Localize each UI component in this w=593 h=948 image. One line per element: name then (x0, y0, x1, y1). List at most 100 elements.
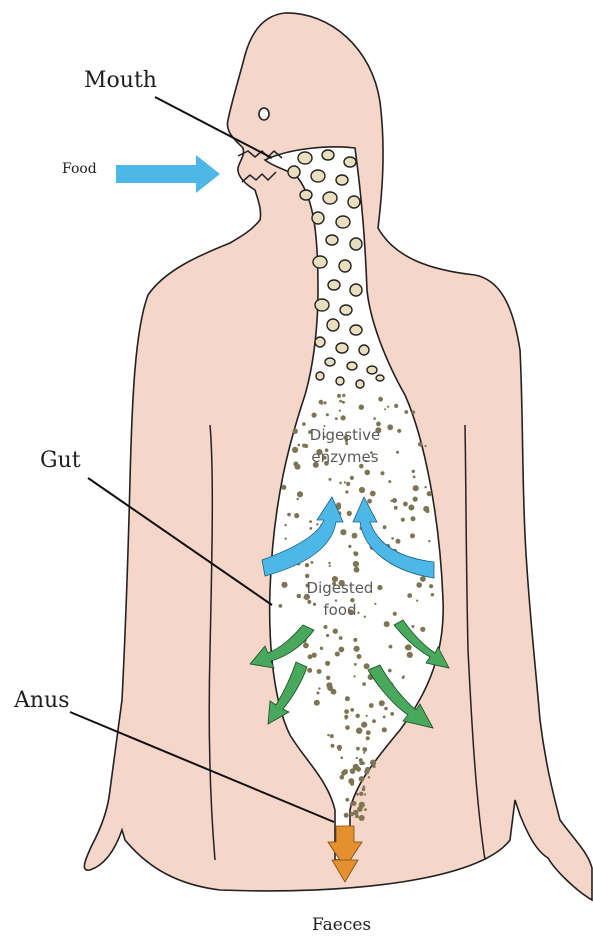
digested-speck (412, 470, 415, 473)
digested-speck (344, 709, 349, 714)
digested-speck (356, 728, 362, 734)
digested-speck (390, 712, 394, 716)
food-arrow (116, 155, 220, 193)
digested-speck (294, 513, 299, 518)
food-particle (325, 358, 335, 366)
digested-speck (326, 634, 329, 637)
digested-speck (359, 405, 364, 410)
digested-speck (328, 562, 330, 564)
digested-speck (401, 518, 405, 522)
digested-speck (347, 511, 352, 516)
digested-speck (345, 696, 350, 701)
digested-speck (355, 814, 359, 818)
label-gut: Gut (40, 448, 81, 473)
digested-speck (339, 636, 343, 640)
digested-speck (408, 505, 414, 511)
digested-speck (361, 722, 367, 728)
digested-speck (345, 725, 350, 730)
digested-speck (285, 538, 287, 540)
digested-speck (370, 491, 376, 497)
digested-speck (335, 652, 340, 657)
eye (259, 108, 269, 120)
digested-speck (365, 767, 370, 772)
digested-speck (325, 661, 330, 666)
digested-speck (337, 394, 341, 398)
digested-speck (410, 533, 415, 538)
digested-speck (361, 761, 365, 765)
label-digested: Digested (295, 578, 385, 598)
digested-speck (318, 687, 320, 689)
digested-speck (413, 485, 419, 491)
food-particle (323, 192, 337, 204)
digested-speck (348, 545, 351, 548)
food-particle (344, 157, 356, 167)
label-enzymes: enzymes (300, 447, 390, 467)
digested-speck (350, 768, 356, 774)
digested-speck (281, 582, 287, 588)
digested-speck (350, 782, 354, 786)
digested-speck (284, 524, 286, 526)
digested-speck (326, 682, 332, 688)
digested-speck (344, 715, 348, 719)
digested-speck (384, 408, 386, 410)
digested-speck (388, 480, 391, 483)
digested-speck (340, 756, 343, 759)
digested-speck (425, 509, 429, 513)
digested-speck (317, 669, 322, 674)
digested-speck (312, 413, 317, 418)
digested-speck (340, 529, 346, 535)
digested-speck (363, 785, 366, 788)
digested-speck (324, 625, 328, 629)
label-digestive: Digestive (300, 425, 390, 445)
digested-speck (405, 645, 410, 650)
digested-speck (314, 700, 320, 706)
digested-speck (345, 798, 349, 802)
digested-speck (344, 813, 349, 818)
digested-speck (366, 715, 368, 717)
digested-speck (413, 476, 416, 479)
food-particle (313, 256, 327, 268)
digested-speck (329, 565, 331, 567)
digested-speck (369, 703, 374, 708)
food-particle (336, 343, 348, 353)
digested-speck (356, 714, 360, 718)
digested-speck (382, 727, 387, 732)
food-particle (315, 337, 325, 347)
digested-speck (316, 523, 318, 525)
digested-speck (345, 490, 348, 493)
digested-speck (305, 563, 309, 567)
digested-speck (427, 491, 432, 496)
food-particle (350, 284, 362, 296)
digested-speck (396, 451, 399, 454)
digested-speck (368, 776, 370, 778)
digested-speck (394, 506, 398, 510)
digested-speck (394, 404, 398, 408)
digested-speck (387, 406, 389, 408)
digested-speck (339, 482, 342, 485)
digested-speck (339, 647, 345, 653)
digested-speck (383, 525, 387, 529)
food-particle (336, 377, 344, 385)
digested-speck (391, 537, 394, 540)
digested-speck (293, 429, 298, 434)
digested-speck (350, 476, 354, 480)
digested-speck (383, 716, 386, 719)
digested-speck (307, 668, 312, 673)
digested-speck (372, 719, 376, 723)
digested-speck (359, 792, 363, 796)
digested-speck (350, 708, 354, 712)
food-particle (327, 319, 339, 331)
digested-speck (309, 527, 312, 530)
label-anus: Anus (14, 688, 70, 713)
digested-speck (279, 604, 283, 608)
digested-speck (320, 647, 323, 650)
digested-speck (339, 400, 342, 403)
digested-speck (424, 445, 426, 447)
digested-speck (411, 516, 416, 521)
digested-speck (344, 481, 346, 483)
digested-speck (342, 401, 345, 404)
digested-speck (354, 663, 357, 666)
digested-speck (403, 502, 408, 507)
digested-speck (384, 707, 388, 711)
